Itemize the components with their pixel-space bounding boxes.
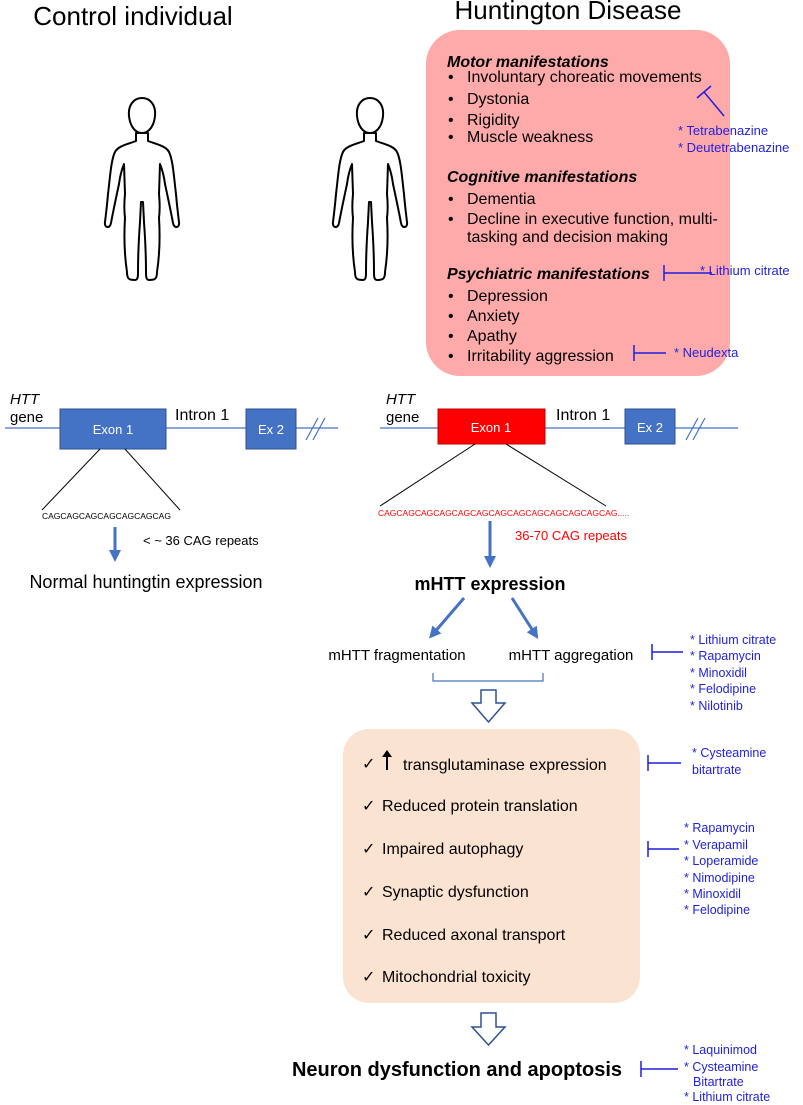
fragmentation-label: mHTT fragmentation (328, 647, 465, 664)
control-sequence: CAGCAGCAGCAGCAGCAGCAG (42, 511, 171, 521)
psychiatric-item: Irritability aggression (467, 348, 614, 365)
check-icon: ✓ (362, 969, 375, 986)
motor-heading: Motor manifestations (447, 54, 609, 71)
svg-text:•: • (448, 69, 454, 86)
drug-label: * Verapamil (684, 838, 748, 852)
drug-label: * Laquinimod (684, 1043, 757, 1057)
control-title: Control individual (33, 1, 232, 31)
psychiatric-item: Apathy (467, 328, 517, 345)
drug-label: * Nilotinib (690, 699, 743, 713)
drug-label: * Cysteamine (684, 1060, 758, 1074)
check-icon: ✓ (362, 756, 375, 773)
control-exon1-label: Exon 1 (93, 422, 133, 437)
effect-item: Synaptic dysfunction (382, 884, 529, 901)
drug-label: * Deutetrabenazine (678, 140, 789, 155)
control-intron-label: Intron 1 (175, 407, 229, 424)
check-icon: ✓ (362, 841, 375, 858)
effects-box (343, 729, 640, 1003)
hd-gene-label: HTT (386, 391, 417, 408)
drug-label: * Tetrabenazine (678, 123, 768, 138)
effect-item: Reduced protein translation (382, 798, 578, 815)
psychiatric-heading: Psychiatric manifestations (447, 266, 650, 283)
manifestations-box (426, 30, 730, 376)
aggregation-arrow (510, 597, 539, 640)
hollow-down-arrow (470, 689, 507, 724)
svg-text:•: • (448, 328, 454, 345)
svg-text:•: • (448, 288, 454, 305)
control-person-icon (103, 97, 181, 281)
control-exon1-box (59, 408, 167, 450)
hd-expression: mHTT expression (414, 574, 565, 594)
drug-label: * Nimodipine (684, 871, 755, 885)
svg-text:•: • (448, 191, 454, 208)
control-repeats: < ~ 36 CAG repeats (143, 533, 259, 548)
svg-text:•: • (448, 129, 454, 146)
hd-exon2-label: Ex 2 (637, 420, 663, 435)
hd-exon1-label: Exon 1 (471, 420, 511, 435)
drug-label: * Cysteamine (692, 746, 766, 760)
drug-label: * Loperamide (684, 854, 758, 868)
hd-person-icon (331, 97, 409, 281)
psychiatric-item: Depression (467, 288, 548, 305)
fragmentation-arrow (429, 597, 466, 639)
cognitive-item: Decline in executive function, multi- (467, 211, 718, 228)
drug-label: * Lithium citrate (684, 1090, 770, 1104)
check-icon: ✓ (362, 927, 375, 944)
hd-gene-label: gene (386, 409, 419, 426)
drug-label: * Minoxidil (690, 666, 747, 680)
cognitive-item: tasking and decision making (467, 229, 668, 246)
svg-text:•: • (448, 91, 454, 108)
drug-label: * Rapamycin (690, 649, 761, 663)
svg-text:•: • (448, 348, 454, 365)
drug-label: * Lithium citrate (690, 633, 776, 647)
svg-text:•: • (448, 308, 454, 325)
cognitive-item: Dementia (467, 191, 536, 208)
control-exon2-box (245, 408, 297, 450)
control-gene-label: gene (10, 409, 43, 426)
motor-item: Rigidity (467, 112, 519, 129)
aggregation-label: mHTT aggregation (509, 647, 634, 664)
motor-item: Muscle weakness (467, 129, 593, 146)
drug-label: * Neudexta (674, 345, 739, 360)
effect-item: Mitochondrial toxicity (382, 969, 531, 986)
drug-label: * Rapamycin (684, 821, 755, 835)
control-outcome: Normal huntingtin expression (29, 572, 262, 592)
drug-label: * Lithium citrate (700, 263, 790, 278)
hd-outcome: Neuron dysfunction and apoptosis (292, 1059, 622, 1081)
svg-text:•: • (448, 211, 454, 228)
hd-intron-label: Intron 1 (556, 407, 610, 424)
hd-sequence: CAGCAGCAGCAGCAGCAGCAGCAGCAGCAGCAGCAGCAG.… (378, 508, 629, 518)
effect-item: Impaired autophagy (382, 841, 523, 858)
hollow-down-arrow (470, 1012, 507, 1047)
drug-label: * Felodipine (684, 903, 750, 917)
drug-label: * Minoxidil (684, 887, 741, 901)
svg-text:•: • (448, 112, 454, 129)
psychiatric-item: Anxiety (467, 308, 519, 325)
check-icon: ✓ (362, 798, 375, 815)
hd-exon1-box (437, 408, 546, 445)
effect-item: transglutaminase expression (403, 757, 607, 774)
drug-label: bitartrate (692, 763, 741, 777)
drug-label: * Felodipine (690, 682, 756, 696)
motor-item: Involuntary choreatic movements (467, 69, 702, 86)
drug-label: Bitartrate (693, 1075, 744, 1089)
check-icon: ✓ (362, 884, 375, 901)
motor-item: Dystonia (467, 91, 529, 108)
hd-exon2-box (624, 408, 676, 445)
cognitive-heading: Cognitive manifestations (447, 169, 637, 186)
control-exon2-label: Ex 2 (258, 422, 284, 437)
hd-title: Huntington Disease (455, 0, 682, 25)
effect-item: Reduced axonal transport (382, 927, 566, 944)
merge-bracket (432, 673, 544, 682)
hd-repeats: 36-70 CAG repeats (515, 528, 628, 543)
control-gene-label: HTT (10, 391, 41, 408)
